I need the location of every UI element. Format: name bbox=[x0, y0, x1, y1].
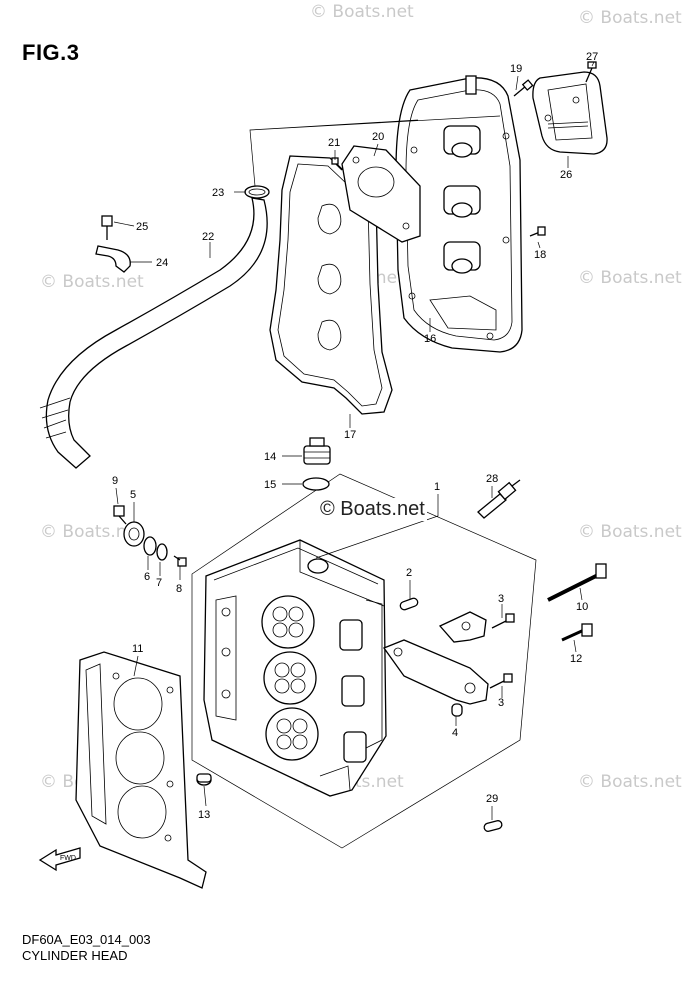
callout-7: 7 bbox=[156, 577, 162, 589]
part-22-breather-hose bbox=[39, 197, 268, 469]
part-23-clamp bbox=[244, 185, 270, 199]
part-28-spark-plug bbox=[477, 479, 521, 519]
part-3-bolt-lower bbox=[489, 673, 513, 689]
part-2-dowel bbox=[399, 597, 419, 611]
part-1-cylinder-head bbox=[203, 539, 387, 797]
callout-27: 27 bbox=[586, 51, 598, 63]
callout-3-lower: 3 bbox=[498, 697, 504, 709]
callout-22: 22 bbox=[202, 231, 214, 243]
part-7-o-ring bbox=[156, 543, 168, 561]
part-13-dowel bbox=[196, 773, 212, 786]
part-4-dowel bbox=[451, 703, 463, 717]
callout-25: 25 bbox=[136, 221, 148, 233]
part-24-clip bbox=[95, 245, 131, 273]
callout-15: 15 bbox=[264, 479, 276, 491]
part-14-cap bbox=[303, 437, 331, 465]
fwd-label: FWD bbox=[60, 855, 76, 862]
callout-2: 2 bbox=[406, 567, 412, 579]
callout-21: 21 bbox=[328, 137, 340, 149]
callout-23: 23 bbox=[212, 187, 224, 199]
callout-28: 28 bbox=[486, 473, 498, 485]
part-1-outline bbox=[191, 473, 537, 849]
figure-title: FIG.3 bbox=[22, 40, 80, 65]
part-10-bolt bbox=[547, 563, 607, 602]
callout-10: 10 bbox=[576, 601, 588, 613]
callout-1: 1 bbox=[434, 481, 440, 493]
callout-29: 29 bbox=[486, 793, 498, 805]
callout-20: 20 bbox=[372, 131, 384, 143]
part-5-cap bbox=[123, 521, 145, 547]
callout-13: 13 bbox=[198, 809, 210, 821]
part-9-bolt bbox=[113, 505, 127, 525]
callout-19: 19 bbox=[510, 63, 522, 75]
cam-bracket-upper bbox=[438, 611, 487, 643]
callout-11: 11 bbox=[132, 643, 143, 655]
part-17-cover-gasket bbox=[269, 155, 393, 415]
callout-17: 17 bbox=[344, 429, 356, 441]
figure-caption: CYLINDER HEAD bbox=[22, 948, 128, 963]
watermark: © Boats.net bbox=[310, 2, 414, 22]
callout-8: 8 bbox=[176, 583, 182, 595]
watermark-center: © Boats.net bbox=[318, 498, 427, 521]
part-11-head-gasket bbox=[75, 651, 207, 889]
callout-9: 9 bbox=[112, 475, 118, 487]
callout-3: 3 bbox=[498, 593, 504, 605]
callout-labels: 1 2 3 3 4 5 6 7 8 9 10 11 12 13 14 15 16… bbox=[112, 51, 598, 821]
part-27-bolt bbox=[585, 61, 597, 83]
callout-16: 16 bbox=[424, 333, 436, 345]
part-18-bolt bbox=[529, 226, 546, 237]
watermark: © Boats.net bbox=[578, 8, 682, 28]
part-15-o-ring bbox=[302, 477, 330, 491]
watermark: © Boats.net bbox=[40, 522, 144, 542]
watermark: © Boats.net bbox=[40, 272, 144, 292]
part-12-bolt bbox=[561, 623, 593, 642]
fwd-arrow-icon: FWD bbox=[38, 847, 81, 872]
part-16-head-cover bbox=[395, 75, 523, 353]
callout-24: 24 bbox=[156, 257, 168, 269]
callout-6: 6 bbox=[144, 571, 150, 583]
part-25-bolt bbox=[101, 215, 113, 240]
watermark: © Boats.net bbox=[578, 522, 682, 542]
part-6-o-ring bbox=[143, 536, 157, 556]
part-20-plate bbox=[341, 145, 421, 243]
callout-26: 26 bbox=[560, 169, 572, 181]
part-8-bolt bbox=[173, 555, 187, 567]
callout-4: 4 bbox=[452, 727, 458, 739]
watermark: © Boats.net bbox=[578, 772, 682, 792]
part-29-dowel bbox=[483, 820, 503, 832]
callout-5: 5 bbox=[130, 489, 136, 501]
part-3-bolt bbox=[491, 613, 515, 629]
watermark: © Boats.net bbox=[578, 268, 682, 288]
cam-bracket-lower bbox=[382, 639, 489, 705]
leader-lines bbox=[113, 61, 595, 820]
callout-18: 18 bbox=[534, 249, 546, 261]
callout-12: 12 bbox=[570, 653, 582, 665]
file-code: DF60A_E03_014_003 bbox=[22, 932, 151, 947]
part-26-cover-plate bbox=[532, 71, 608, 155]
part-19-bolt bbox=[513, 79, 534, 97]
callout-14: 14 bbox=[264, 451, 276, 463]
